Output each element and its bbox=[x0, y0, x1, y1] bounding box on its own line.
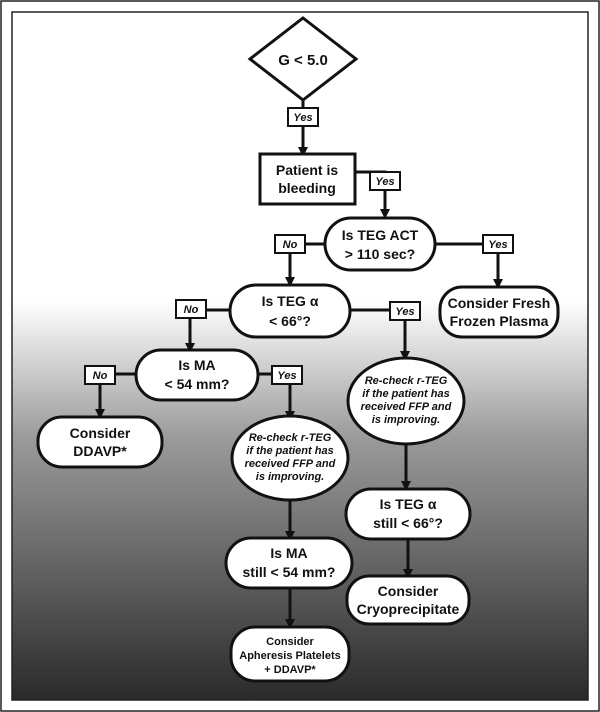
platelets-line2: Apheresis Platelets bbox=[239, 650, 341, 662]
alpha1-line2: < 66°? bbox=[269, 313, 311, 329]
recheck-mid-line1: Re-check r-TEG bbox=[249, 432, 332, 444]
decision-ma1: Is MA < 54 mm? bbox=[134, 348, 260, 402]
alpha2-line2: still < 66°? bbox=[373, 515, 443, 531]
decision-g-check: G < 5.0 bbox=[247, 16, 359, 102]
ma2-line2: still < 54 mm? bbox=[243, 564, 336, 580]
no-label: No bbox=[283, 239, 298, 251]
bleeding-line2: bleeding bbox=[278, 180, 336, 196]
ffp-line2: Frozen Plasma bbox=[450, 313, 549, 329]
yes-tag-alpha1: Yes bbox=[389, 301, 421, 321]
yes-label: Yes bbox=[488, 239, 507, 251]
node-platelets: Consider Apheresis Platelets + DDAVP* bbox=[229, 625, 351, 683]
ddavp-line1: Consider bbox=[70, 425, 131, 441]
ffp-line1: Consider Fresh bbox=[448, 295, 551, 311]
recheck-right-line2: if the patient has bbox=[362, 388, 449, 400]
no-label: No bbox=[184, 304, 199, 316]
g-check-text: G < 5.0 bbox=[278, 52, 328, 69]
node-ddavp: Consider DDAVP* bbox=[36, 415, 164, 469]
decision-ma2: Is MA still < 54 mm? bbox=[224, 536, 354, 590]
yes-tag-ma1: Yes bbox=[271, 365, 303, 385]
decision-alpha2: Is TEG α still < 66°? bbox=[344, 487, 472, 541]
ma1-line1: Is MA bbox=[178, 357, 215, 373]
branch-labels: Yes Yes Yes No No Yes No Yes bbox=[84, 107, 514, 385]
yes-tag-act: Yes bbox=[482, 234, 514, 254]
yes-label: Yes bbox=[293, 112, 312, 124]
platelets-line3: + DDAVP* bbox=[264, 664, 316, 676]
ma1-line2: < 54 mm? bbox=[165, 376, 230, 392]
alpha1-line1: Is TEG α bbox=[262, 293, 319, 309]
ma2-line1: Is MA bbox=[270, 545, 307, 561]
bleeding-line1: Patient is bbox=[276, 162, 338, 178]
no-tag-alpha1: No bbox=[175, 299, 207, 319]
yes-tag-g: Yes bbox=[287, 107, 319, 127]
recheck-right-line4: is improving. bbox=[372, 414, 440, 426]
recheck-mid-line4: is improving. bbox=[256, 471, 324, 483]
node-recheck-right: Re-check r-TEG if the patient has receiv… bbox=[346, 356, 466, 446]
alpha2-line1: Is TEG α bbox=[380, 496, 437, 512]
recheck-right-line3: received FFP and bbox=[361, 401, 452, 413]
ddavp-line2: DDAVP* bbox=[73, 443, 127, 459]
no-tag-act: No bbox=[274, 234, 306, 254]
platelets-line1: Consider bbox=[266, 636, 314, 648]
no-label: No bbox=[93, 370, 108, 382]
yes-label: Yes bbox=[375, 176, 394, 188]
node-bleeding: Patient is bleeding bbox=[258, 152, 357, 206]
cryo-line1: Consider bbox=[378, 583, 439, 599]
decision-act: Is TEG ACT > 110 sec? bbox=[323, 216, 437, 272]
yes-label: Yes bbox=[395, 306, 414, 318]
decision-alpha1: Is TEG α < 66°? bbox=[228, 283, 352, 339]
node-cryo: Consider Cryoprecipitate bbox=[345, 574, 471, 626]
no-tag-ma1: No bbox=[84, 365, 116, 385]
recheck-mid-line3: received FFP and bbox=[245, 458, 336, 470]
node-ffp: Consider Fresh Frozen Plasma bbox=[438, 285, 560, 339]
act-line2: > 110 sec? bbox=[345, 246, 415, 262]
node-recheck-mid: Re-check r-TEG if the patient has receiv… bbox=[230, 414, 350, 502]
yes-label: Yes bbox=[277, 370, 296, 382]
cryo-line2: Cryoprecipitate bbox=[357, 601, 460, 617]
act-line1: Is TEG ACT bbox=[342, 227, 419, 243]
yes-tag-bleeding: Yes bbox=[369, 171, 401, 191]
recheck-mid-line2: if the patient has bbox=[246, 445, 333, 457]
recheck-right-line1: Re-check r-TEG bbox=[365, 375, 448, 387]
